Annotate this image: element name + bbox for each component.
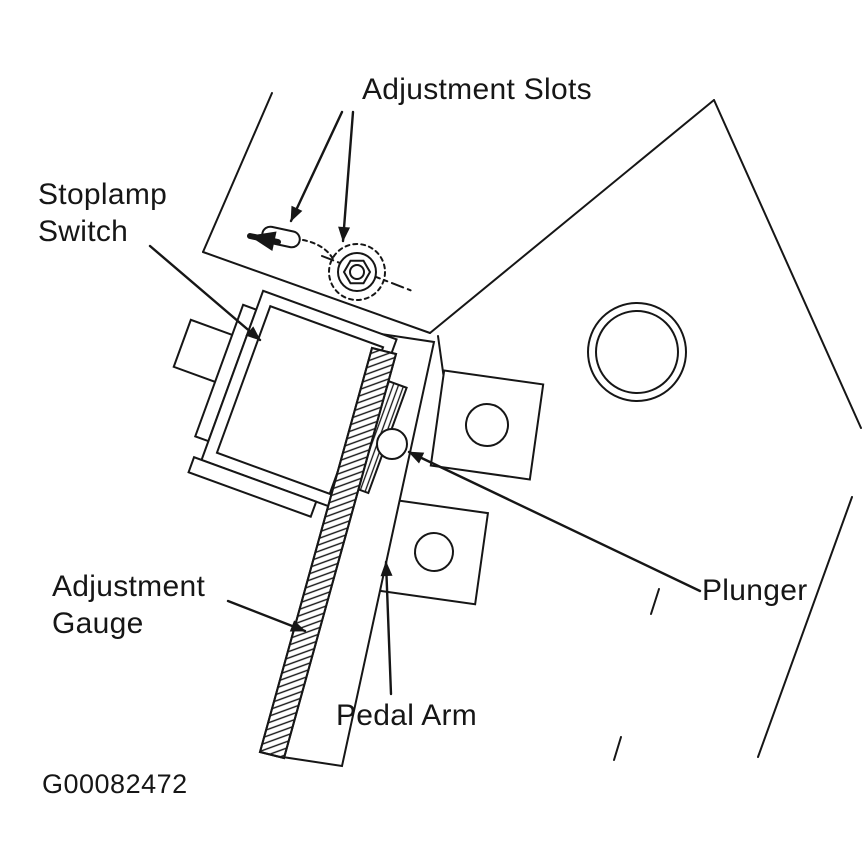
callout-arrows [148, 110, 702, 696]
label-pedal-arm: Pedal Arm [336, 699, 478, 732]
figure-id-code: G00082472 [42, 769, 188, 799]
bracket-edge [713, 99, 862, 429]
plate-hole-lower [414, 532, 454, 572]
bracket-edge [429, 99, 715, 334]
bracket-edge [202, 92, 273, 253]
label-plunger: Plunger [702, 574, 808, 607]
mounting-plate-upper [429, 369, 545, 481]
adjustment-gauge-shape [258, 346, 398, 760]
adjustment-bolt [321, 243, 416, 301]
adjustment-slot-shape [247, 225, 334, 260]
arrow-pedal-arm [380, 560, 393, 696]
arrow-plunger [407, 450, 702, 593]
bolt-washer [337, 252, 377, 292]
bracket-edge [202, 251, 431, 334]
gauge-strip-hatch [258, 346, 398, 760]
bracket-hole-outer [587, 302, 687, 402]
plunger-tip [376, 428, 408, 460]
bolt-hex-head [342, 259, 372, 285]
bolt-center [349, 264, 365, 280]
label-stoplamp-switch: Stoplamp Switch [38, 178, 168, 248]
bolt-washer-hidden [328, 243, 386, 301]
slot-hidden-line [302, 239, 334, 260]
bracket-hole [587, 302, 687, 402]
edge-tick [613, 736, 622, 761]
slot-direction-arrow [247, 231, 281, 252]
mounting-plates [378, 335, 545, 606]
bracket-edge [757, 496, 853, 758]
plate-hole-upper [465, 403, 509, 447]
bracket-hole-inner [595, 310, 679, 394]
edge-tick [650, 588, 660, 615]
switch-bottom-flange [187, 455, 318, 518]
label-adjustment-slots: Adjustment Slots [362, 73, 592, 106]
label-adjustment-gauge: Adjustment Gauge [52, 570, 206, 640]
pedal-bracket-outline [202, 92, 862, 761]
arrow-stoplamp-switch [148, 244, 262, 342]
arrow-adjustment-gauge [226, 599, 307, 633]
arrow-adjustment-slot-left [289, 110, 344, 223]
arrow-adjustment-slot-right [338, 110, 355, 243]
